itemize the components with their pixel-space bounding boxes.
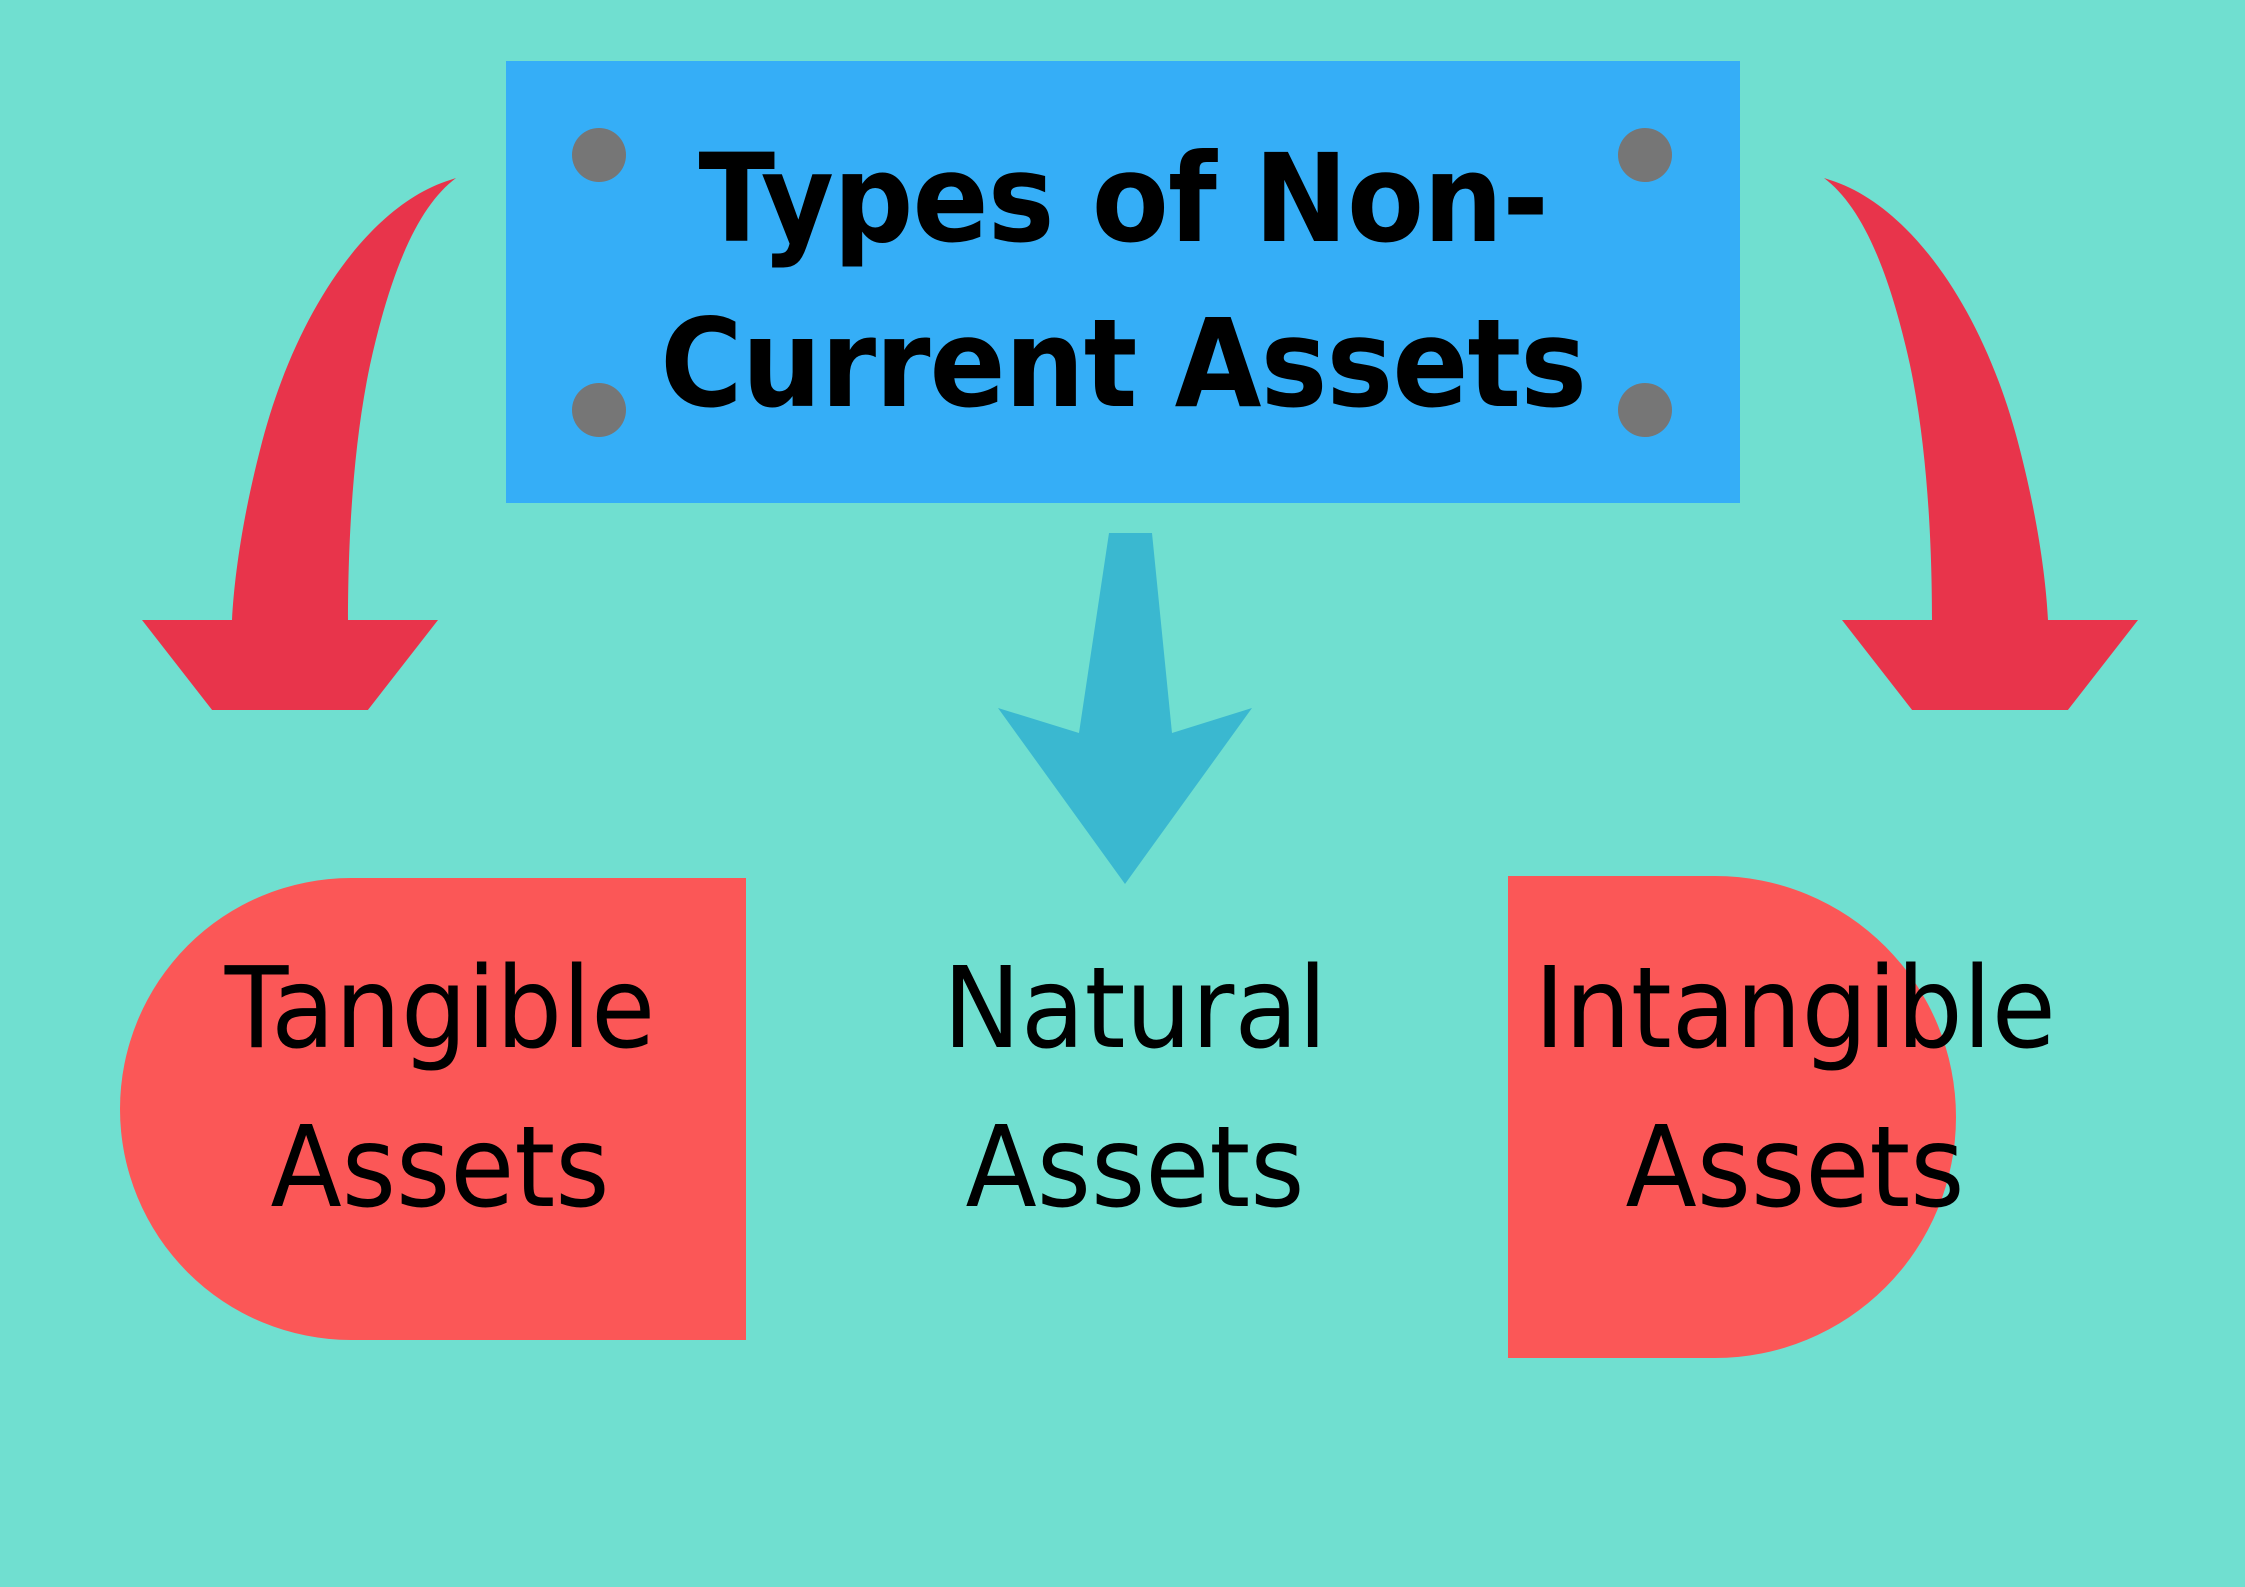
arrow-middle-straight-down-arrow-icon [998, 533, 1252, 884]
title-box[interactable]: Types of Non- Current Assets [506, 61, 1740, 503]
arrow-left-curved-down-arrow-icon [142, 178, 456, 710]
arrow-right-curved-down-arrow-icon [1824, 178, 2138, 710]
category-label-tangible: Tangible Assets [224, 944, 656, 1234]
selection-handle-bottom-left-icon[interactable] [572, 383, 626, 437]
selection-handle-bottom-right-icon[interactable] [1618, 383, 1672, 437]
category-label-intangible: Intangible Assets [1534, 944, 2056, 1234]
page-title: Types of Non- Current Assets [660, 128, 1587, 435]
selection-handle-top-left-icon[interactable] [572, 128, 626, 182]
category-label-natural: Natural Assets [942, 944, 1328, 1234]
category-box-intangible[interactable] [1508, 876, 1956, 1358]
selection-handle-top-right-icon[interactable] [1618, 128, 1672, 182]
category-box-tangible[interactable] [120, 878, 746, 1340]
